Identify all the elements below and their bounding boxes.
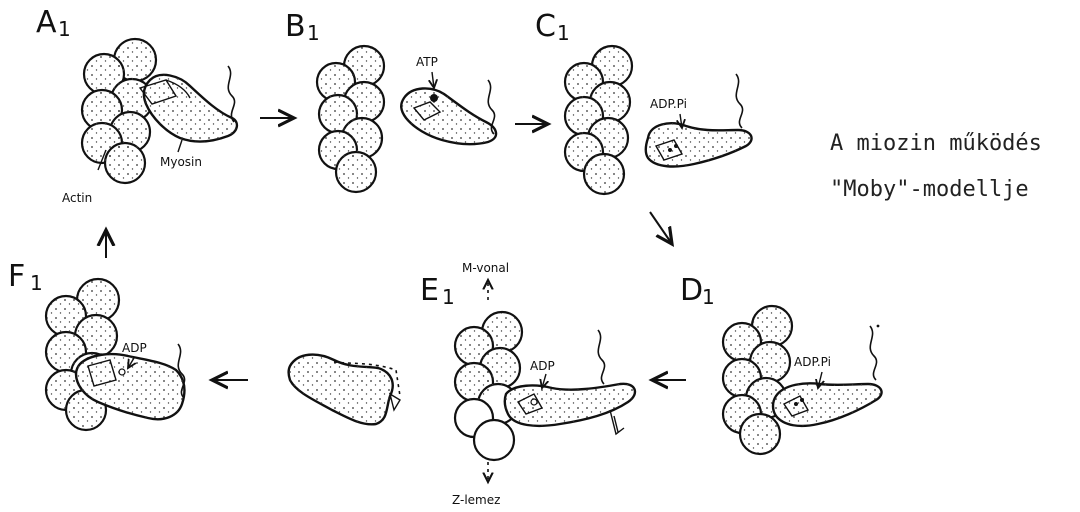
panel-e-actin-filament — [455, 312, 522, 460]
panel-a-myosin-pointer — [178, 140, 182, 152]
panel-b-atp-pointer — [432, 72, 434, 88]
panel-a-letter: A — [36, 5, 57, 40]
panel-d-subscript: 1 — [702, 285, 715, 309]
panel-c-subscript: 1 — [557, 21, 570, 45]
panel-d-adp-pi-label: ADP.Pi — [794, 355, 831, 369]
panel-e: E 1 M-vonal ADP — [420, 261, 635, 507]
panel-d-letter: D — [680, 273, 703, 308]
panel-c: C 1 ADP.Pi — [535, 9, 752, 194]
panel-a-myosin-label: Myosin — [160, 155, 202, 169]
panel-c-actin-filament — [565, 46, 632, 194]
arrow-c-to-d — [650, 212, 672, 244]
panel-c-myosin-head — [646, 74, 752, 166]
panel-e-m-vonal-label: M-vonal — [462, 261, 509, 275]
panel-b-myosin-head — [401, 80, 496, 144]
panel-e-subscript: 1 — [442, 285, 455, 309]
diagram-title: A miozin működés "Moby"-modellje — [830, 131, 1042, 202]
panel-b: B 1 ATP — [285, 9, 496, 192]
panel-b-atp-label: ATP — [416, 55, 438, 69]
panel-a-myosin-head — [140, 66, 237, 142]
panel-b-subscript: 1 — [307, 21, 320, 45]
panel-a-actin-filament — [82, 39, 156, 183]
panel-e-adp-label: ADP — [530, 359, 555, 373]
title-line-2: "Moby"-modellje — [830, 177, 1029, 202]
panel-d-myosin-head — [773, 325, 882, 426]
panel-f-adp-label: ADP — [122, 341, 147, 355]
panel-f-letter: F — [8, 259, 25, 294]
panel-b-actin-filament — [317, 46, 384, 192]
panel-a-actin-label: Actin — [62, 191, 92, 205]
panel-d-actin-filament — [723, 306, 792, 454]
panel-b-letter: B — [285, 9, 306, 44]
panel-e-z-lemez-label: Z-lemez — [452, 493, 500, 507]
panel-f-subscript: 1 — [30, 271, 43, 295]
detached-myosin-head — [289, 355, 401, 425]
panel-a: A 1 Actin Myosin — [36, 5, 237, 205]
panel-c-letter: C — [535, 9, 556, 44]
panel-d: D 1 ADP.Pi — [680, 273, 882, 454]
panel-c-adp-pi-label: ADP.Pi — [650, 97, 687, 111]
panel-f: F 1 ADP — [8, 259, 185, 430]
panel-e-myosin-head — [505, 330, 635, 434]
panel-a-subscript: 1 — [58, 17, 71, 41]
title-line-1: A miozin működés — [830, 131, 1042, 156]
panel-e-letter: E — [420, 273, 439, 308]
